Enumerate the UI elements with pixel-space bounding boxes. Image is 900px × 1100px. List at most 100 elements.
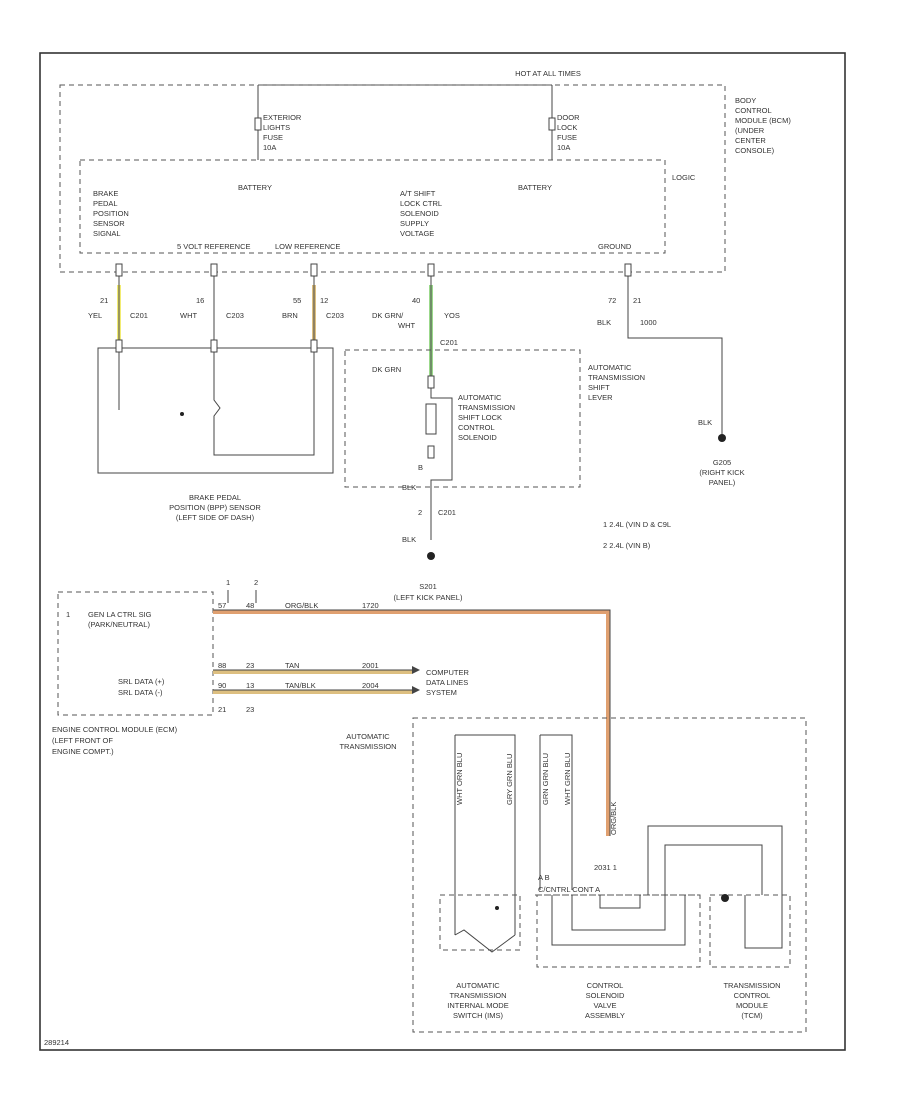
svg-text:88: 88 [218, 661, 226, 670]
svg-text:GRY GRN BLU: GRY GRN BLU [505, 754, 514, 805]
shift-lock-solenoid-coil [425, 403, 437, 435]
low-reference-label: LOW REFERENCE [275, 242, 340, 251]
shift-lock-supply-label: A/T SHIFT LOCK CTRL SOLENOID SUPPLY VOLT… [400, 189, 442, 238]
fuse-right-label: DOOR LOCK FUSE 10A [557, 113, 580, 152]
shift-lever-box [344, 349, 581, 488]
solenoid-valve-inner-2 [571, 895, 666, 931]
bcm-pin-3 [310, 263, 318, 277]
svg-text:LOCK: LOCK [557, 123, 577, 132]
svg-text:AUTOMATIC: AUTOMATIC [588, 363, 632, 372]
svg-text:DOOR: DOOR [557, 113, 580, 122]
brake-sensor-dot [180, 412, 184, 416]
svg-text:LEVER: LEVER [588, 393, 613, 402]
shift-lock-circuit [430, 388, 453, 540]
svg-text:LIGHTS: LIGHTS [263, 123, 290, 132]
svg-text:CONTROL: CONTROL [458, 423, 495, 432]
bcm-outer-box [59, 84, 726, 273]
ecm-bottom-pins: 21 23 [218, 705, 254, 714]
wire-1-label: 21 YEL C201 [88, 296, 148, 320]
bcm-pin-4 [427, 263, 435, 277]
ground-right-wire-label: BLK [698, 418, 712, 427]
solenoid-wire-loop [539, 734, 573, 890]
svg-text:LOCK CTRL: LOCK CTRL [400, 199, 442, 208]
svg-text:TAN: TAN [285, 661, 299, 670]
splice-s201-label: S201 (LEFT KICK PANEL) [394, 582, 463, 602]
svg-text:(UNDER: (UNDER [735, 126, 765, 135]
shift-lock-c201-low: 2 C201 [418, 508, 456, 517]
solenoid-valve-box [536, 894, 701, 968]
svg-text:C201: C201 [438, 508, 456, 517]
svg-text:SIGNAL: SIGNAL [93, 229, 121, 238]
bcm-pin-2 [210, 263, 218, 277]
svg-text:YOS: YOS [444, 311, 460, 320]
svg-text:12: 12 [320, 296, 328, 305]
svg-text:DATA LINES: DATA LINES [426, 678, 468, 687]
ecm-label: ENGINE CONTROL MODULE (ECM) (LEFT FRONT … [52, 725, 178, 756]
svg-text:2 2.4L (VIN B): 2 2.4L (VIN B) [603, 541, 651, 550]
svg-text:WHT: WHT [398, 321, 415, 330]
svg-text:23: 23 [246, 705, 254, 714]
wire-2-label: 16 WHT C203 [180, 296, 244, 320]
svg-text:GRN GRN BLU: GRN GRN BLU [541, 753, 550, 805]
tan-wire-1-arrow [412, 666, 420, 674]
tcm-loop-inner [664, 844, 763, 895]
ecm-row-3-label: 90 13 TAN/BLK 2004 [218, 681, 379, 690]
transmission-vertical-wire-labels: WHT ORN BLU GRY GRN BLU GRN GRN BLU WHT … [455, 753, 618, 835]
svg-text:FUSE: FUSE [263, 133, 283, 142]
battery-right-label: BATTERY [518, 183, 552, 192]
svg-text:POSITION (BPP) SENSOR: POSITION (BPP) SENSOR [169, 503, 261, 512]
svg-text:(LEFT KICK PANEL): (LEFT KICK PANEL) [394, 593, 463, 602]
brake-sensor-pin-1 [115, 339, 123, 353]
svg-text:SYSTEM: SYSTEM [426, 688, 457, 697]
svg-text:10A: 10A [557, 143, 570, 152]
ground-g205-label: G205 (RIGHT KICK PANEL) [699, 458, 744, 487]
svg-text:16: 16 [196, 296, 204, 305]
svg-text:SOLENOID: SOLENOID [400, 209, 439, 218]
tcm-label: TRANSMISSION CONTROL MODULE (TCM) [723, 981, 780, 1020]
svg-text:MODULE (BCM): MODULE (BCM) [735, 116, 791, 125]
ims-wire-loop [454, 734, 516, 935]
svg-text:AUTOMATIC: AUTOMATIC [456, 981, 500, 990]
data-lines-system-label: COMPUTER DATA LINES SYSTEM [426, 668, 470, 697]
footer-id: 289214 [44, 1038, 69, 1047]
shift-lever-wire-in: DK GRN [372, 365, 401, 374]
fuse-left-label: EXTERIOR LIGHTS FUSE 10A [263, 113, 302, 152]
tcm-junction-dot [721, 894, 729, 902]
ground-label: GROUND [598, 242, 632, 251]
shift-lock-ground-dot [427, 552, 435, 560]
svg-text:DK GRN/: DK GRN/ [372, 311, 404, 320]
ecm-box [57, 591, 214, 716]
svg-text:SOLENOID: SOLENOID [586, 991, 625, 1000]
svg-text:CENTER: CENTER [735, 136, 766, 145]
shift-lever-label: AUTOMATIC TRANSMISSION SHIFT LEVER [588, 363, 645, 402]
ground-g205-dot [718, 434, 726, 442]
svg-text:COMPUTER: COMPUTER [426, 668, 470, 677]
transmission-connector-mid: C/CNTRL CONT A [538, 885, 600, 894]
ecm-serial-data-lo: SRL DATA (-) [118, 688, 163, 697]
svg-text:A/T SHIFT: A/T SHIFT [400, 189, 436, 198]
svg-text:EXTERIOR: EXTERIOR [263, 113, 302, 122]
ecm-serial-data-hi: SRL DATA (+) [118, 677, 165, 686]
ecm-notes-top: 1 2 [226, 578, 258, 587]
svg-text:(PARK/NEUTRAL): (PARK/NEUTRAL) [88, 620, 150, 629]
ecm-row-1-label: 57 48 ORG/BLK 1720 [218, 601, 379, 610]
svg-text:TRANSMISSION: TRANSMISSION [458, 403, 515, 412]
svg-text:BODY: BODY [735, 96, 756, 105]
svg-text:1: 1 [66, 610, 70, 619]
svg-text:ORG/BLK: ORG/BLK [609, 802, 618, 835]
svg-text:23: 23 [246, 661, 254, 670]
svg-text:(LEFT FRONT OF: (LEFT FRONT OF [52, 736, 113, 745]
transmission-connector-row: A B [538, 873, 550, 882]
svg-text:21: 21 [100, 296, 108, 305]
svg-text:AUTOMATIC: AUTOMATIC [346, 732, 390, 741]
brake-sensor-signal-label: BRAKE PEDAL POSITION SENSOR SIGNAL [93, 189, 129, 238]
svg-text:TRANSMISSION: TRANSMISSION [339, 742, 396, 751]
svg-text:BRN: BRN [282, 311, 298, 320]
svg-text:SHIFT: SHIFT [588, 383, 610, 392]
hot-at-all-times-label: HOT AT ALL TIMES [515, 69, 581, 78]
svg-text:TRANSMISSION: TRANSMISSION [588, 373, 645, 382]
svg-text:2001: 2001 [362, 661, 379, 670]
svg-text:CONTROL: CONTROL [735, 106, 772, 115]
svg-text:TRANSMISSION: TRANSMISSION [449, 991, 506, 1000]
